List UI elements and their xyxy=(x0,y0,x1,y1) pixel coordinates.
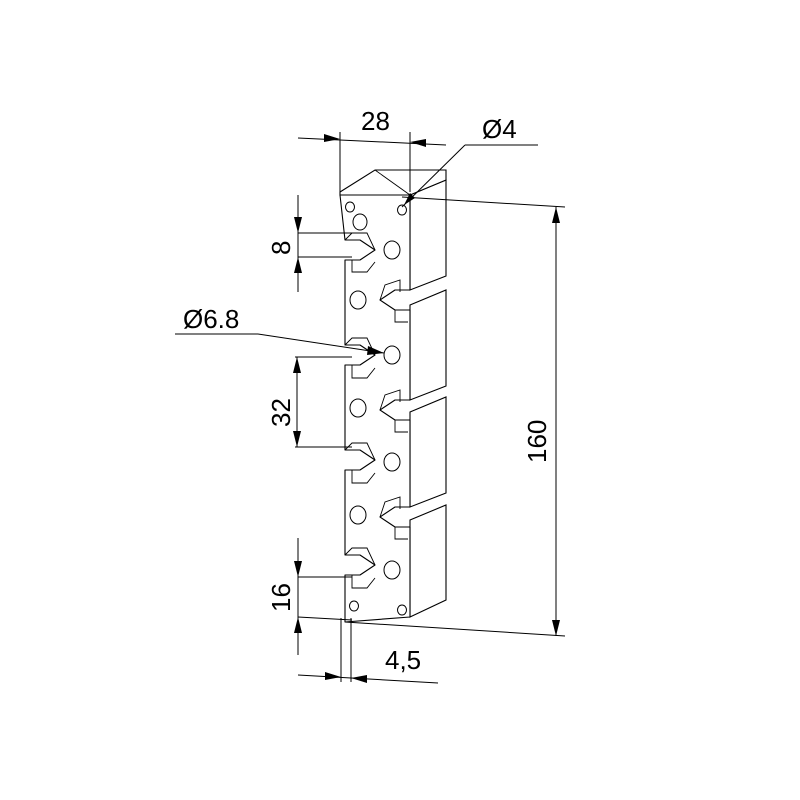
slotted-plate-part xyxy=(339,169,447,623)
left-slots xyxy=(344,232,376,589)
dim-label-4-5: 4,5 xyxy=(385,645,421,675)
dim-label-hole-4: Ø4 xyxy=(482,114,517,144)
dimension-hole-6-8: Ø6.8 xyxy=(175,304,385,355)
dimension-height-160: 160 xyxy=(344,196,566,637)
dim-label-hole-6-8: Ø6.8 xyxy=(183,304,239,334)
dim-label-16: 16 xyxy=(266,583,296,612)
dim-label-8: 8 xyxy=(266,241,296,255)
dimension-width-28: 28 xyxy=(297,106,447,192)
dimension-edge-16: 16 xyxy=(266,538,353,655)
dim-label-28: 28 xyxy=(361,106,390,136)
dimension-thickness-4-5: 4,5 xyxy=(297,618,439,684)
dim-label-32: 32 xyxy=(266,398,296,427)
right-slots xyxy=(379,279,408,540)
dimension-slot-8: 8 xyxy=(266,195,352,292)
dim-label-160: 160 xyxy=(522,420,552,463)
dimension-pitch-32: 32 xyxy=(266,356,352,448)
dimension-hole-4: Ø4 xyxy=(401,114,538,208)
small-holes xyxy=(345,201,407,616)
large-holes xyxy=(349,213,401,580)
